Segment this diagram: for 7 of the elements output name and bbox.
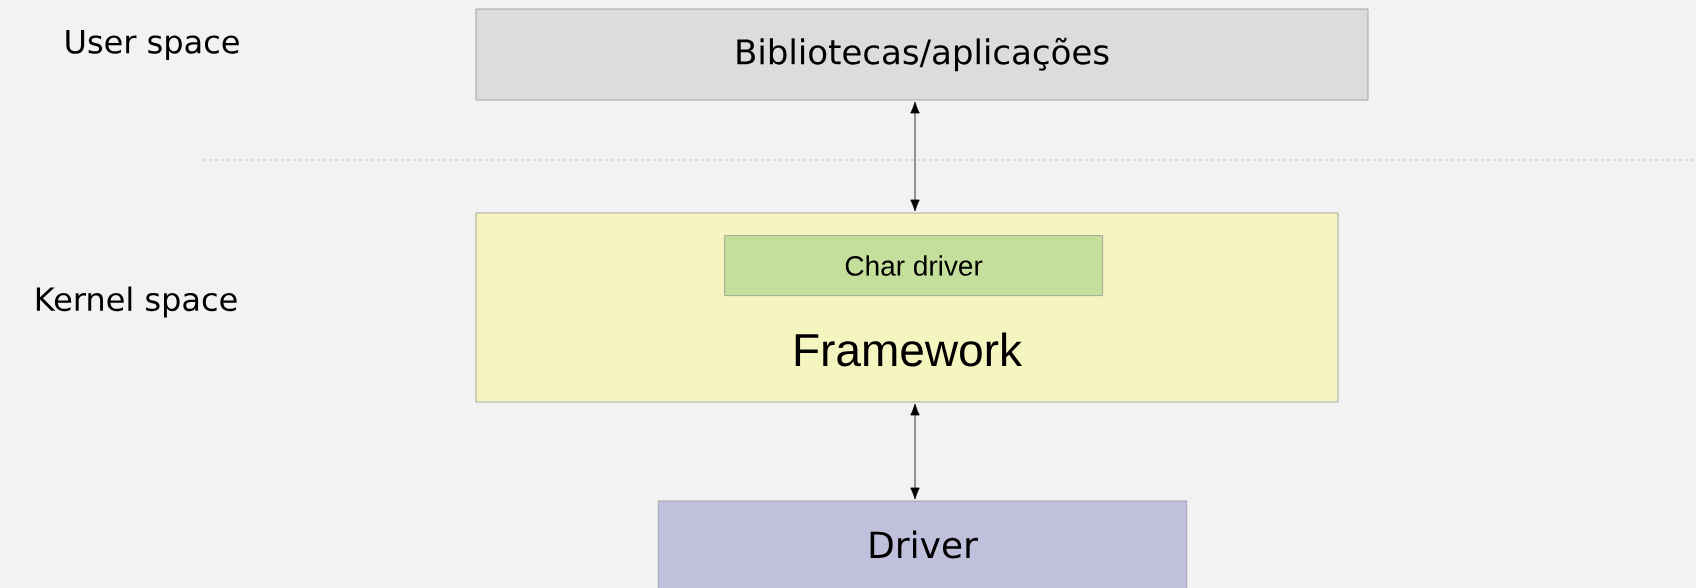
- arrow: [910, 101, 920, 212]
- region-label: User space: [66, 30, 239, 60]
- driver-box: Driver: [657, 500, 1188, 588]
- driver-box: Char driver: [724, 235, 1103, 296]
- layer-box: Bibliotecas/aplicações: [475, 8, 1369, 101]
- arrow: [910, 403, 920, 500]
- region-label: Kernel space: [36, 286, 237, 318]
